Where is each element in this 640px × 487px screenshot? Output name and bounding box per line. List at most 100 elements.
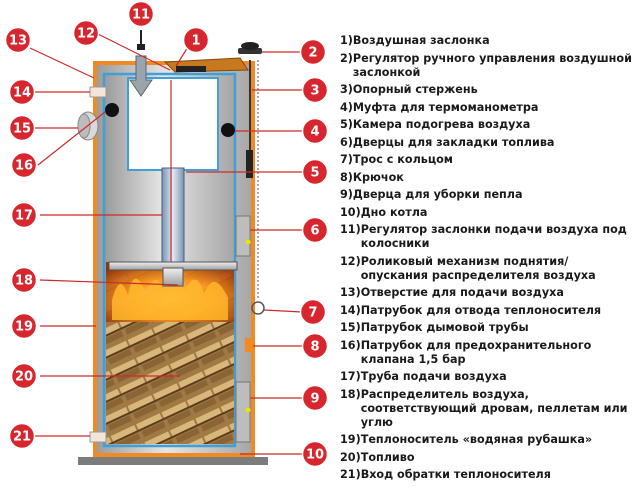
badge-number: 4 xyxy=(310,125,319,140)
legend-text: Топливо xyxy=(360,450,415,464)
badge-7: 7 xyxy=(299,298,327,326)
legend-item: 11) Регулятор заслонки подачи воздуха по… xyxy=(340,223,636,251)
badge-4: 4 xyxy=(301,117,329,145)
badge-21: 21 xyxy=(8,422,36,450)
legend-item: 1) Воздушная заслонка xyxy=(340,34,636,48)
badge-circle xyxy=(301,440,329,468)
legend-text: Регулятор ручного управления воздушной з… xyxy=(352,51,632,79)
legend-text: Муфта для термоманометра xyxy=(352,100,539,114)
badge-number: 3 xyxy=(310,84,319,99)
fuel-door xyxy=(235,215,251,257)
legend-item: 13) Отверстие для подачи воздуха xyxy=(340,286,636,300)
badge-circle xyxy=(301,76,329,104)
legend-item: 2) Регулятор ручного управления воздушно… xyxy=(340,52,636,80)
legend-item: 4) Муфта для термоманометра xyxy=(340,101,636,115)
legend-text: Дверцы для закладки топлива xyxy=(352,135,555,149)
badge-circle xyxy=(10,201,38,229)
badge-13: 13 xyxy=(4,26,32,54)
air-supply-pipe xyxy=(161,167,185,267)
badge-number: 10 xyxy=(306,448,324,463)
badge-number: 12 xyxy=(77,27,95,42)
badge-number: 19 xyxy=(15,320,33,335)
legend-text: Роликовый механизм поднятия/ опускания р… xyxy=(360,254,596,282)
legend-text: Распределитель воздуха, соответствующий … xyxy=(360,387,628,429)
legend-item: 12) Роликовый механизм поднятия/ опускан… xyxy=(340,255,636,283)
legend-text: Патрубок для предохранительного клапана … xyxy=(360,338,592,366)
legend-number: 6) xyxy=(340,135,353,149)
badge-number: 5 xyxy=(310,166,319,181)
damper-slot xyxy=(176,66,206,72)
badge-2: 2 xyxy=(299,38,327,66)
badge-number: 7 xyxy=(308,306,317,321)
badge-circle xyxy=(301,117,329,145)
safety-valve-socket xyxy=(105,103,119,117)
badge-number: 21 xyxy=(13,430,31,445)
legend-item: 14) Патрубок для отвода теплоносителя xyxy=(340,304,636,318)
legend-number: 18) xyxy=(340,387,361,401)
legend-text: Отверстие для подачи воздуха xyxy=(360,286,564,299)
cable-ring xyxy=(251,301,265,315)
badge-number: 1 xyxy=(191,34,200,49)
base-plate xyxy=(78,457,268,465)
badge-12: 12 xyxy=(72,19,100,47)
legend-text: Крючок xyxy=(352,170,404,184)
damper-regulator xyxy=(238,48,262,54)
badge-9: 9 xyxy=(301,384,329,412)
legend-number: 4) xyxy=(340,100,353,114)
legend-item: 10) Дно котла xyxy=(340,206,636,220)
legend-text: Патрубок дымовой трубы xyxy=(360,321,529,334)
legend-number: 19) xyxy=(340,433,361,446)
legend-number: 12) xyxy=(340,254,361,268)
legend-text: Вход обратки теплоносителя xyxy=(360,468,551,481)
legend-item: 15) Патрубок дымовой трубы xyxy=(340,321,636,335)
badge-circle xyxy=(299,38,327,66)
legend-item: 21) Вход обратки теплоносителя xyxy=(340,468,636,482)
legend-text: Дверца для уборки пепла xyxy=(352,188,523,201)
badge-number: 6 xyxy=(310,224,319,239)
badge-6: 6 xyxy=(301,216,329,244)
legend-item: 19) Теплоноситель «водяная рубашка» xyxy=(340,433,636,447)
legend-text: Трос с кольцом xyxy=(352,153,453,166)
legend-number: 21) xyxy=(340,468,361,481)
legend-number: 20) xyxy=(340,450,361,464)
badge-circle xyxy=(182,26,210,54)
legend-number: 1) xyxy=(340,34,353,47)
badge-18: 18 xyxy=(10,266,38,294)
badge-5: 5 xyxy=(301,158,329,186)
badge-number: 13 xyxy=(9,34,27,49)
legend-item: 6) Дверцы для закладки топлива xyxy=(340,136,636,150)
legend-item: 17) Труба подачи воздуха xyxy=(340,370,636,384)
legend-item: 18) Распределитель воздуха, соответствую… xyxy=(340,388,636,430)
badge-number: 16 xyxy=(15,159,33,174)
legend-item: 3) Опорный стержень xyxy=(340,83,636,97)
badge-circle xyxy=(8,422,36,450)
legend-text: Регулятор заслонки подачи воздуха под ко… xyxy=(360,223,627,250)
badge-11: 11 xyxy=(127,0,155,28)
legend-number: 9) xyxy=(340,188,353,201)
outlet-nozzle xyxy=(89,86,107,98)
legend-text: Патрубок для отвода теплоносителя xyxy=(360,303,602,317)
badge-14: 14 xyxy=(8,78,36,106)
badge-17: 17 xyxy=(10,201,38,229)
leader-lines xyxy=(29,33,305,455)
badge-number: 9 xyxy=(310,392,319,407)
legend-number: 11) xyxy=(340,223,361,236)
return-nozzle xyxy=(89,431,107,443)
badge-number: 11 xyxy=(132,8,150,23)
badge-number: 17 xyxy=(15,209,33,224)
legend-list: 1) Воздушная заслонка 2) Регулятор ручног… xyxy=(340,34,636,486)
legend-item: 16) Патрубок для предохранительного клап… xyxy=(340,339,636,367)
damper-knob xyxy=(241,42,259,50)
badge-circle xyxy=(4,26,32,54)
badge-number: 18 xyxy=(15,274,33,289)
badge-number: 8 xyxy=(310,340,319,355)
legend-text: Труба подачи воздуха xyxy=(360,370,507,383)
badge-circle xyxy=(8,78,36,106)
legend-number: 5) xyxy=(340,118,353,131)
legend-number: 10) xyxy=(340,205,361,219)
support-rod-block xyxy=(246,150,253,178)
badge-circle xyxy=(127,0,155,28)
legend-item: 7) Трос с кольцом xyxy=(340,153,636,167)
